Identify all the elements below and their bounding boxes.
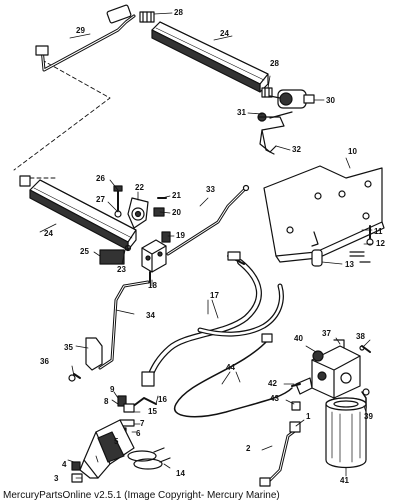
callout-23[interactable]: 23 bbox=[117, 265, 126, 274]
callout-28-mid[interactable]: 28 bbox=[270, 59, 279, 68]
clamp-35-screw-36 bbox=[68, 337, 103, 382]
callout-25[interactable]: 25 bbox=[80, 247, 89, 256]
clamps-14 bbox=[127, 447, 171, 470]
fuel-rail-24-top bbox=[151, 21, 269, 93]
bolt-26-washer-27 bbox=[113, 185, 123, 218]
fuel-line-34 bbox=[98, 280, 150, 370]
callout-18[interactable]: 18 bbox=[148, 281, 157, 290]
callout-32[interactable]: 32 bbox=[292, 145, 301, 154]
callout-31[interactable]: 31 bbox=[237, 108, 246, 117]
callout-36[interactable]: 36 bbox=[40, 357, 49, 366]
mounting-plate-10 bbox=[263, 165, 385, 263]
copyright-caption: MercuryPartsOnline v2.5.1 (Image Copyrig… bbox=[3, 490, 280, 501]
callout-38[interactable]: 38 bbox=[356, 332, 365, 341]
callout-33[interactable]: 33 bbox=[206, 185, 215, 194]
fuel-line-2 bbox=[259, 421, 301, 487]
fittings-19-20-21 bbox=[153, 197, 171, 243]
callout-26[interactable]: 26 bbox=[96, 174, 105, 183]
callout-14[interactable]: 14 bbox=[176, 469, 185, 478]
callout-21[interactable]: 21 bbox=[172, 191, 181, 200]
callout-16[interactable]: 16 bbox=[158, 395, 167, 404]
fuel-line-33 bbox=[166, 184, 250, 256]
callout-24-lower[interactable]: 24 bbox=[44, 229, 53, 238]
callout-6[interactable]: 6 bbox=[136, 429, 141, 438]
fittings-3-4 bbox=[71, 461, 83, 483]
filter-head-37 bbox=[311, 339, 361, 399]
callout-44[interactable]: 44 bbox=[226, 363, 235, 372]
callout-34[interactable]: 34 bbox=[146, 311, 155, 320]
fuel-rail-24-lower bbox=[19, 175, 137, 251]
bracket-25-screw-23 bbox=[99, 244, 132, 265]
callout-22[interactable]: 22 bbox=[135, 183, 144, 192]
leader-lines bbox=[39, 12, 373, 479]
callout-41[interactable]: 41 bbox=[340, 476, 349, 485]
callout-42[interactable]: 42 bbox=[268, 379, 277, 388]
callout-43[interactable]: 43 bbox=[270, 394, 279, 403]
callout-27[interactable]: 27 bbox=[96, 195, 105, 204]
callout-20[interactable]: 20 bbox=[172, 208, 181, 217]
callout-19[interactable]: 19 bbox=[176, 231, 185, 240]
callout-8[interactable]: 8 bbox=[104, 397, 109, 406]
callout-11[interactable]: 11 bbox=[374, 227, 383, 236]
callout-5[interactable]: 5 bbox=[114, 437, 119, 446]
fuel-hose-17 bbox=[141, 251, 284, 387]
fuel-line-29 bbox=[35, 4, 136, 72]
callout-4[interactable]: 4 bbox=[62, 460, 67, 469]
callout-24-top[interactable]: 24 bbox=[220, 29, 229, 38]
distribution-block-18 bbox=[141, 239, 167, 283]
wire-harness-44 bbox=[173, 333, 293, 418]
callout-12[interactable]: 12 bbox=[376, 239, 385, 248]
fitting-28-mid bbox=[261, 87, 273, 98]
callout-29[interactable]: 29 bbox=[76, 26, 85, 35]
callout-28-top[interactable]: 28 bbox=[174, 8, 183, 17]
fuel-filter-41 bbox=[325, 397, 367, 469]
callout-9[interactable]: 9 bbox=[110, 385, 115, 394]
callout-39[interactable]: 39 bbox=[364, 412, 373, 421]
hardware-11-12-13 bbox=[311, 225, 374, 267]
callout-35[interactable]: 35 bbox=[64, 343, 73, 352]
callout-37[interactable]: 37 bbox=[322, 329, 331, 338]
callout-17[interactable]: 17 bbox=[210, 291, 219, 300]
callout-15[interactable]: 15 bbox=[148, 407, 157, 416]
callout-40[interactable]: 40 bbox=[294, 334, 303, 343]
elbow-fitting-22 bbox=[127, 197, 149, 229]
callout-10[interactable]: 10 bbox=[348, 147, 357, 156]
callout-3[interactable]: 3 bbox=[54, 474, 59, 483]
callout-13[interactable]: 13 bbox=[345, 260, 354, 269]
callout-1[interactable]: 1 bbox=[306, 412, 311, 421]
fitting-28-top bbox=[139, 11, 155, 23]
callout-30[interactable]: 30 bbox=[326, 96, 335, 105]
bracket-32 bbox=[257, 111, 293, 155]
fuel-pump-5 bbox=[79, 419, 135, 479]
callout-2[interactable]: 2 bbox=[246, 444, 251, 453]
callout-7[interactable]: 7 bbox=[140, 419, 145, 428]
pressure-regulator-30 bbox=[269, 89, 315, 109]
dashed-connectors bbox=[13, 59, 111, 179]
